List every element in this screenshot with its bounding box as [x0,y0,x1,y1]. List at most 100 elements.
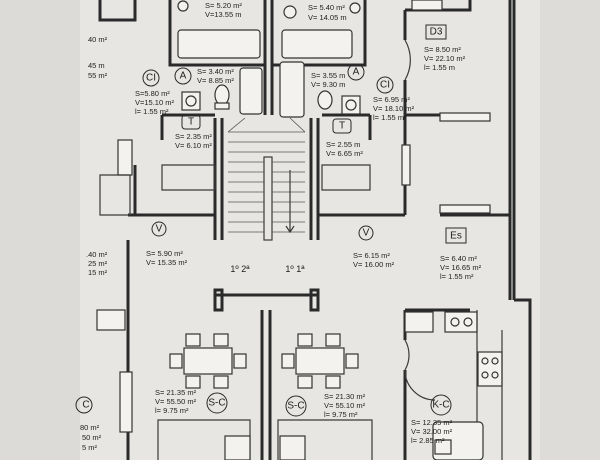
bathtub-left-lower [239,67,263,115]
v-left-volume: V= 15.35 m² [146,258,188,267]
ci-left-volume: V=15.10 m² [135,98,174,107]
window-right-mid [401,144,411,186]
a-right-area: S= 3.55 m [311,71,345,80]
es-area: S= 6.40 m² [440,254,477,263]
sc-right-area: S= 21.30 m² [324,392,366,401]
left-edge-top-3: 55 m² [88,71,108,80]
top-left-bath-area: S= 5.20 m² [205,1,242,10]
chair-left-2 [213,333,229,347]
sc-right-length: l= 9.75 m² [324,410,358,419]
chair-left-5 [169,353,183,369]
ci-right-code: CI [380,80,390,91]
left-edge-bottom-2: 50 m² [82,433,102,442]
a-right-code-ring [347,63,365,81]
toilet-left-icon [214,84,230,106]
t-left-area: S= 2.35 m² [175,132,212,141]
room-d3-volume: V= 22.10 m² [424,54,466,63]
room-d3-area: S= 8.50 m² [424,45,461,54]
sink-right-bowl [345,99,357,111]
left-cabinet [96,309,126,331]
door-swing-kc [404,369,436,401]
party-wall-lower [260,310,272,460]
ci-right-length: l= 1.55 m² [373,113,407,122]
kc-area: S= 12.35 m² [411,418,453,427]
openings [99,39,491,433]
chair-right-1 [297,333,313,347]
top-left-bath-volume: V=13.55 m [205,10,241,19]
v-left-area: S= 5.90 m² [146,249,183,258]
chair-right-6 [345,353,359,369]
corridor-walls-side [160,115,372,140]
party-wall-upper [263,65,274,115]
fixtures [177,0,443,118]
door-swing-kitchen [404,339,410,371]
v-right-area: S= 6.15 m² [353,251,390,260]
kitchen-chair [434,439,452,455]
dining-left [169,333,247,389]
t-right-volume: V= 6.65 m² [326,149,363,158]
chair-right-4 [325,375,341,389]
toilet-left-tank [214,102,230,110]
t-left-code-box [181,114,201,130]
ci-left-area: S=5.80 m² [135,89,170,98]
ci-right-volume: V= 18.10 m² [373,104,415,113]
sc-left-volume: V= 55.50 m² [155,397,197,406]
dining-right [281,333,359,389]
bath-right-walls [270,0,367,67]
es-code: Es [450,231,462,242]
left-edge-bottom-1: 80 m² [80,423,100,432]
chair-right-3 [297,375,313,389]
kc-length: l= 2.85 m² [411,436,445,445]
es-code-box [445,227,467,244]
es-volume: V= 16.65 m² [440,263,482,272]
v-right-volume: V= 16.00 m² [353,260,395,269]
paper-margin-right [540,0,600,460]
kc-volume: V= 32.00 m² [411,427,453,436]
top-right-bath-area: S= 5.40 m² [308,3,345,12]
sc-left-code: S-C [208,398,225,409]
cooktop-icon [477,351,503,387]
left-edge-mid-3: 15 m² [88,268,108,277]
outer-wall-right [508,0,516,300]
ci-left-length: l= 1.55 m² [135,107,169,116]
bathtub-left [177,29,261,59]
chair-right-5 [281,353,295,369]
left-mid-walls [128,165,215,217]
outer-wall-left-top [98,0,137,22]
washbasin-right-icon [349,2,361,14]
left-closet [99,174,131,216]
es-length: l= 1.55 m² [440,272,474,281]
left-edge-bottom-code-ring [75,396,93,414]
top-right-bath-volume: V= 14.05 m [308,13,347,22]
stair-well [263,156,273,241]
chair-left-3 [185,375,201,389]
dining-table-left [183,347,233,375]
left-edge-mid-1: .40 m² [86,250,108,259]
sc-left-code-ring [206,392,228,414]
left-edge-bottom-code: C [82,400,89,411]
a-right-volume: V= 9.30 m [311,80,345,89]
t-left-code: T [188,117,194,128]
right-cabinet [404,311,434,333]
stair-arrow-icon [285,170,295,234]
t-left-volume: V= 6.10 m² [175,141,212,150]
room-d3-code-box [425,24,447,40]
kitchen [96,309,503,460]
landing-columns [213,288,320,312]
sc-left-area: S= 21.35 m² [155,388,197,397]
left-edge-bottom-3: 5 m² [82,443,98,452]
chair-left-6 [233,353,247,369]
kc-code-ring [430,394,452,416]
sc-right-volume: V= 55.10 m² [324,401,366,410]
dining-table-right [295,347,345,375]
a-left-area: S= 3.40 m² [197,67,234,76]
washbasin-left-icon [177,0,189,12]
t-right-area: S= 2.55 m [326,140,360,149]
bathtub-right [281,29,353,59]
ci-right-area: S= 6.95 m² [373,95,410,104]
room-d3-code: D3 [430,27,443,38]
toilet-right-icon [317,90,333,110]
window-d3 [439,112,491,122]
room-d3-length: l= 1.55 m [424,63,455,72]
